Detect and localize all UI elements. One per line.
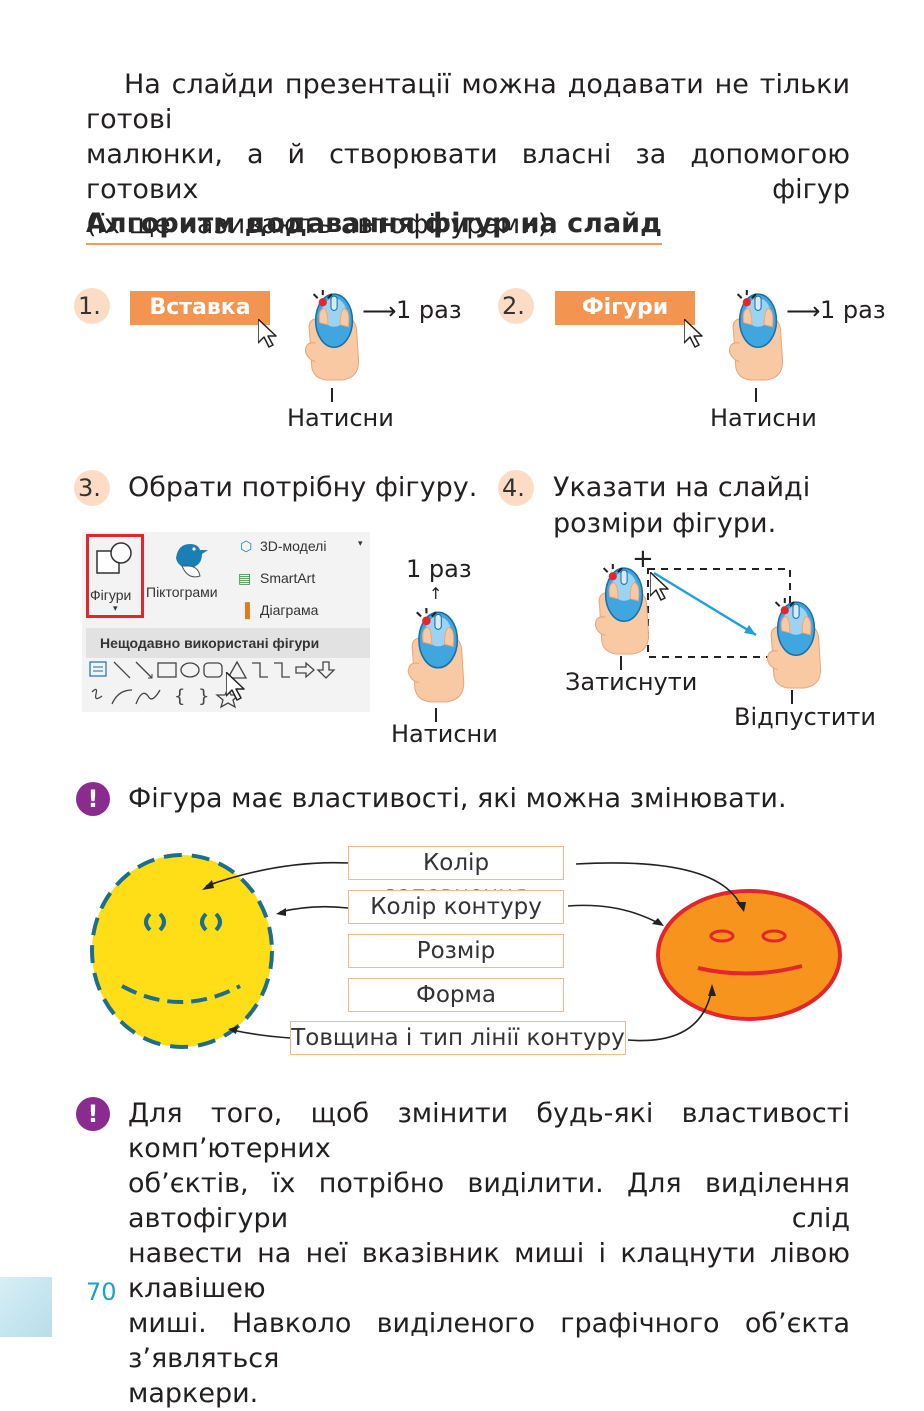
step-number-2: 2.	[498, 288, 534, 324]
step-number-3: 3.	[74, 470, 110, 506]
page-number: 70	[86, 1278, 117, 1306]
note-2-line: об’єктів, їх потрібно виділити. Для виді…	[128, 1168, 850, 1234]
step-4-line: розміри фігури.	[553, 508, 777, 539]
step-3-text: Обрати потрібну фігуру.	[128, 472, 478, 503]
shapes-icon	[96, 542, 132, 574]
svg-text:+: +	[632, 545, 654, 574]
note-2-line: миші. Навколо виділеного графічного об’є…	[128, 1308, 850, 1374]
intro-line: (їх ще називають автофігурами).	[86, 209, 557, 240]
note-2-line: маркери.	[128, 1378, 259, 1409]
shapes-button[interactable]: Фігури	[555, 291, 695, 325]
mouse-hand-icon	[766, 598, 822, 689]
arrow-up-icon: ↑	[429, 584, 443, 603]
chart-label[interactable]: Діаграма	[260, 602, 319, 618]
icons-bird-icon	[176, 544, 208, 578]
3d-models-label[interactable]: 3D-моделі	[260, 538, 327, 554]
note-2-line: навести на неї вказівник миші і клацнути…	[128, 1238, 850, 1304]
intro-line: малюнки, а й створювати власні за допомо…	[86, 139, 850, 205]
shapes-ribbon-button[interactable]: Фігури ▾	[86, 534, 144, 618]
step-4-text: Указати на слайді розміри фігури.	[553, 470, 810, 542]
step-4-line: Указати на слайді	[553, 472, 811, 503]
press-label: Затиснути	[565, 668, 698, 696]
svg-text:}: }	[198, 686, 209, 707]
property-shape: Форма	[348, 978, 564, 1012]
recent-shapes-label: Нещодавно використані фігури	[100, 635, 320, 651]
cursor-icon	[226, 672, 245, 701]
intro-line: На слайди презентації можна додавати не …	[86, 69, 850, 135]
step-number-1: 1.	[74, 288, 110, 324]
mouse-hand-icon	[304, 290, 360, 381]
property-fill-color: Колір заповнення	[348, 846, 564, 908]
exclamation-icon: !	[76, 1097, 110, 1131]
dropdown-icon: ▾	[358, 538, 363, 548]
arrow-icon: ⟶	[362, 297, 397, 325]
step-number-4: 4.	[498, 470, 534, 506]
property-outline-color: Колір контуру	[348, 890, 564, 924]
smartart-label[interactable]: SmartArt	[260, 570, 316, 586]
pointer-tick	[755, 388, 757, 402]
action-label: Натисни	[391, 720, 498, 748]
properties-diagram	[90, 853, 842, 1049]
pointer-tick	[620, 656, 622, 670]
smartart-icon: ▤	[238, 570, 252, 586]
section-heading: Алгоритм додавання фігур на слайд	[86, 208, 662, 245]
times-label: 1 раз	[406, 555, 472, 583]
arrow-icon: ⟶	[786, 297, 821, 325]
action-label: Натисни	[287, 404, 394, 432]
mouse-hand-icon	[594, 564, 650, 655]
note-2-paragraph: Для того, щоб змінити будь-які властивос…	[128, 1096, 850, 1411]
shapes-ribbon-label: Фігури	[90, 587, 132, 603]
release-label: Відпустити	[734, 703, 876, 731]
shapes-gallery[interactable]: { }	[88, 660, 370, 712]
insert-button[interactable]: Вставка	[130, 291, 270, 325]
icons-ribbon-label[interactable]: Піктограми	[146, 584, 218, 600]
times-label: 1 раз	[820, 296, 886, 324]
pointer-tick	[791, 690, 793, 704]
cube-icon: ⬡	[240, 538, 253, 554]
mouse-hand-icon	[728, 290, 784, 381]
chart-icon: ▐	[240, 602, 250, 618]
property-line-style: Товщина і тип лінії контуру	[290, 1021, 626, 1055]
recent-shapes-header: Нещодавно використані фігури	[86, 628, 370, 658]
intro-paragraph: На слайди презентації можна додавати не …	[86, 67, 850, 242]
times-label: 1 раз	[396, 296, 462, 324]
mouse-hand-icon	[407, 608, 465, 703]
pointer-tick	[331, 388, 333, 402]
ribbon-panel: Фігури ▾ Піктограми ⬡ 3D-моделі ▾ ▤ Smar…	[82, 532, 370, 712]
property-size: Розмір	[348, 934, 564, 968]
note-2-line: Для того, щоб змінити будь-які властивос…	[128, 1098, 850, 1164]
cursor-icon	[258, 319, 277, 348]
cursor-icon	[684, 319, 703, 348]
pointer-tick	[435, 708, 437, 722]
svg-text:{: {	[174, 686, 185, 707]
dropdown-icon: ▾	[113, 603, 118, 613]
exclamation-icon: !	[76, 782, 110, 816]
corner-decoration	[0, 1277, 52, 1337]
action-label: Натисни	[710, 404, 817, 432]
note-1-text: Фігура має властивості, які можна змінюв…	[128, 783, 787, 814]
